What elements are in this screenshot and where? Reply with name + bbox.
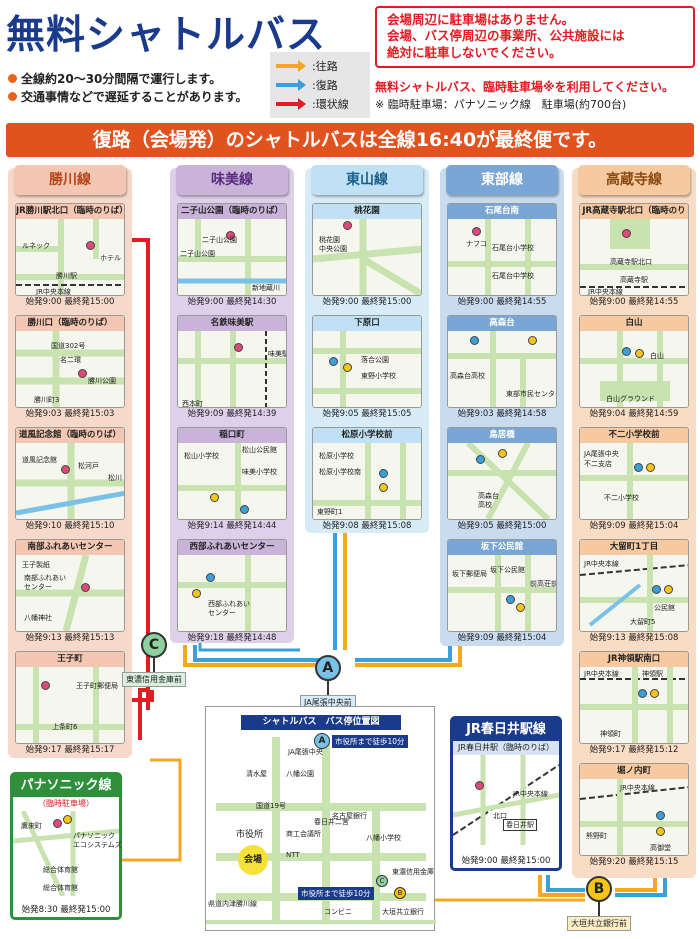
stop-toriibashi: 鳥居橋高森台高校: [447, 427, 557, 520]
stop-ishiodai-minami: 石尾台南ナフコ石尾台小学校石尾台中学校: [447, 203, 557, 296]
times-katsugawaguchi: 始発9:03 最終発15:03: [25, 409, 115, 419]
times-nanbu-fureai: 始発9:13 最終発15:13: [25, 633, 115, 643]
times-ojicho: 始発9:17 最終発15:17: [25, 745, 115, 755]
line-header-katsugawa: 勝川線: [14, 165, 126, 195]
temporary-parking-notice: ※ 臨時駐車場：パナソニック線 駐車場(約700台): [375, 98, 627, 111]
times-jr-kozoji-north: 始発9:00 最終発14:55: [589, 297, 679, 307]
stop-nanbu-fureai: 南部ふれあいセンター王子製紙南部ふれあいセンター八幡神社: [15, 539, 125, 632]
times-toriibashi: 始発9:05 最終発15:00: [457, 521, 547, 531]
stop-seibu-fureai: 西部ふれあいセンター西部ふれあいセンター: [177, 539, 287, 632]
line-header-kozoji: 高蔵寺線: [578, 165, 690, 195]
stop-tokaen: 桃花園桃花園中央公園: [312, 203, 422, 296]
times-inaguchicho: 始発9:14 最終発14:44: [187, 521, 277, 531]
stop-matsubara-school: 松原小学校前松原小学校松原小学校南東野町1: [312, 427, 422, 520]
route-legend: :往路 :復路 :環状線: [270, 52, 370, 118]
stop-hakusan: 白山白山白山グラウンド: [579, 315, 689, 408]
stop-inaguchicho: 稲口町松山小学校松山公民館味美小学校: [177, 427, 287, 520]
times-takamoridai: 始発9:03 最終発14:58: [457, 409, 547, 419]
times-jr-jinryo-south: 始発9:17 最終発15:12: [589, 745, 679, 755]
times-hakusan: 始発9:04 最終発14:59: [589, 409, 679, 419]
stop-takamoridai: 高森台高森台高校東部市民センター: [447, 315, 557, 408]
line-header-ajiyoshi: 味美線: [176, 165, 288, 195]
times-seibu-fureai: 始発9:18 最終発14:48: [187, 633, 277, 643]
times-meitetsu-ajiyoshi: 始発9:09 最終発14:39: [187, 409, 277, 419]
stop-futagoyama-park: 二子山公園（臨時のりば）二子山公園二子山公園新地蔵川: [177, 203, 287, 296]
legend-return: :復路: [276, 75, 364, 94]
times-jr-katsugawa-north: 始発9:00 最終発15:00: [25, 297, 115, 307]
legend-outbound: :往路: [276, 56, 364, 75]
line-header-higashiyama: 東山線: [311, 165, 423, 195]
parking-warning: 会場周辺に駐車場はありません。会場、バス停周辺の事業所、公共施設には絶対に駐車し…: [375, 6, 695, 68]
times-shimoharaguchi: 始発9:05 最終発15:05: [322, 409, 412, 419]
times-otomecho-1: 始発9:13 最終発15:08: [589, 633, 679, 643]
line-header-tobu: 東部線: [446, 165, 558, 195]
times-tokaen: 始発9:00 最終発15:00: [322, 297, 412, 307]
stop-dofu-museum: 道風記念館（臨時のりば）道風記念館松河戸松川: [15, 427, 125, 520]
stop-meitetsu-ajiyoshi: 名鉄味美駅味美駅西本町: [177, 315, 287, 408]
stop-ojicho: 王子町王子町郵便局上条町6: [15, 651, 125, 744]
times-horinouchicho: 始発9:20 最終発15:15: [589, 857, 679, 867]
stop-shimoharaguchi: 下原口落合公園東野小学校: [312, 315, 422, 408]
free-bus-notice: 無料シャトルバス、臨時駐車場※を利用してください。: [375, 80, 674, 94]
times-fuji-school: 始発9:09 最終発15:04: [589, 521, 679, 531]
times-sakashita-kominkan: 始発9:09 最終発15:04: [457, 633, 547, 643]
stop-sakashita-kominkan: 坂下公民館坂下郵便局坂下公民館前高荘前: [447, 539, 557, 632]
times-futagoyama-park: 始発9:00 最終発14:30: [187, 297, 277, 307]
legend-loop: :環状線: [276, 94, 364, 113]
jr-kasugai-line: JR春日井駅線 JR春日井駅（臨時のりば） 北口 JR中央本線 春日井駅 始発9…: [450, 716, 562, 871]
bullet-interval: 全線約20〜30分間隔で運行します。: [8, 70, 221, 87]
bus-stop-location-map: シャトルバス バス停位置図 A 市役所まで徒歩10分 JA尾張中央 清水屋 八幡…: [205, 706, 436, 931]
times-matsubara-school: 始発9:08 最終発15:08: [322, 521, 412, 531]
bullet-delay: 交通事情などで遅延することがあります。: [8, 88, 248, 105]
times-dofu-museum: 始発9:10 最終発15:10: [25, 521, 115, 531]
venue-marker: 会場: [238, 845, 268, 875]
stop-katsugawaguchi: 勝川口（臨時のりば）国道302号名二環勝川公園勝川町3: [15, 315, 125, 408]
times-ishiodai-minami: 始発9:00 最終発14:55: [457, 297, 547, 307]
panasonic-line: パナソニック線 （臨時駐車場） 鷹来町 パナソニック エコシステムズ 総合体育館…: [10, 772, 122, 920]
last-bus-banner: 復路（会場発）のシャトルバスは全線16:40が最終便です。: [6, 123, 694, 157]
page-title: 無料シャトルバス: [6, 13, 327, 58]
